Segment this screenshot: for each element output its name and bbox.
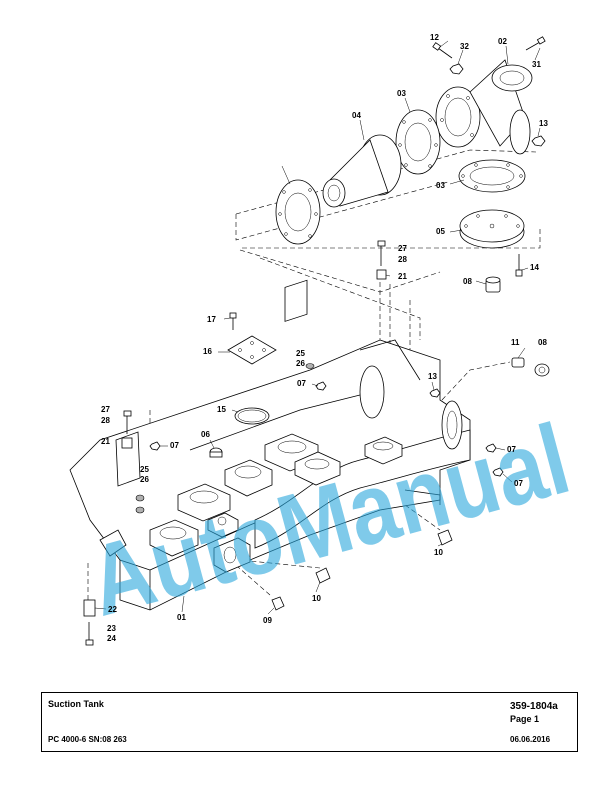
part-12-bolt <box>432 42 453 59</box>
part-04-cone-reducer <box>322 134 402 208</box>
callout-28-left: 28 <box>101 416 110 425</box>
callout-11: 11 <box>511 338 520 347</box>
callout-10-right: 10 <box>434 548 443 557</box>
part-03-gasket-right <box>458 159 526 193</box>
page-number: Page 1 <box>510 714 540 724</box>
callout-03-upper: 03 <box>397 89 406 98</box>
part-13-nut-upper <box>531 135 546 147</box>
part-06-nut <box>209 447 223 458</box>
callout-10-center: 10 <box>312 594 321 603</box>
callout-28-upper: 28 <box>398 255 407 264</box>
callout-15: 15 <box>217 405 226 414</box>
callout-01: 01 <box>177 613 186 622</box>
part-14-bolt <box>515 254 523 277</box>
callout-21-left: 21 <box>101 437 110 446</box>
part-31-bolt <box>525 36 546 51</box>
part-27-bolt-upper <box>377 240 386 266</box>
callout-14: 14 <box>530 263 539 272</box>
callout-32: 32 <box>460 42 469 51</box>
callout-12: 12 <box>430 33 439 42</box>
part-11-plug <box>511 357 525 368</box>
callout-25-left: 25 <box>140 465 149 474</box>
part-03-gasket-left <box>275 179 321 245</box>
part-13-nut-lower <box>429 388 441 398</box>
part-25-washer-upper <box>305 363 315 369</box>
callout-26-left: 26 <box>140 475 149 484</box>
callout-08-upper: 08 <box>463 277 472 286</box>
callout-16: 16 <box>203 347 212 356</box>
part-32-nut <box>449 63 464 75</box>
callout-03-right: 03 <box>436 181 445 190</box>
callout-26-upper: 26 <box>296 359 305 368</box>
callout-27-upper: 27 <box>398 244 407 253</box>
document-number: 359-1804a <box>510 701 558 712</box>
part-03-gasket-upper <box>395 109 441 175</box>
part-02-tee-pipe <box>435 59 533 155</box>
part-25-washer-left <box>135 494 145 514</box>
callout-22: 22 <box>108 605 117 614</box>
callout-02: 02 <box>498 37 507 46</box>
part-17-bolt <box>229 312 237 330</box>
alignment-lines <box>87 149 541 600</box>
part-10-fitting-right <box>437 529 453 546</box>
callout-23: 23 <box>107 624 116 633</box>
callout-27-left: 27 <box>101 405 110 414</box>
callout-07-right-b: 07 <box>514 479 523 488</box>
callout-17: 17 <box>207 315 216 324</box>
part-22-spacer <box>83 599 96 617</box>
callout-31: 31 <box>532 60 541 69</box>
callout-07-right-a: 07 <box>507 445 516 454</box>
part-07-nut-right-a <box>485 443 497 453</box>
callout-13-lower: 13 <box>428 372 437 381</box>
part-07-nut-right-b <box>492 467 504 477</box>
callout-21-upper: 21 <box>398 272 407 281</box>
leader-lines <box>94 40 541 615</box>
part-09-plug <box>271 596 285 611</box>
callout-25-upper: 25 <box>296 349 305 358</box>
exploded-parts-diagram: AutoManual 12 32 02 31 03 04 13 03 05 14… <box>69 33 580 646</box>
callout-24: 24 <box>107 634 116 643</box>
callout-06: 06 <box>201 430 210 439</box>
tank-ports <box>149 433 403 573</box>
callout-09: 09 <box>263 616 272 625</box>
callout-labels: 12 32 02 31 03 04 13 03 05 14 27 28 21 0… <box>101 33 548 643</box>
machine-model: PC 4000-6 SN:08 263 <box>48 735 127 744</box>
part-21-spacer-left <box>121 437 133 449</box>
callout-07-upper: 07 <box>297 379 306 388</box>
part-23-bolt <box>85 622 94 646</box>
callout-07-left: 07 <box>170 441 179 450</box>
part-15-o-ring <box>234 407 270 425</box>
part-05-blind-flange <box>459 209 525 249</box>
callout-13-upper: 13 <box>539 119 548 128</box>
callout-08-side: 08 <box>538 338 547 347</box>
part-07-nut-upper <box>315 381 327 391</box>
part-16-cover-plate <box>227 335 277 365</box>
part-27-bolt-left <box>123 410 132 434</box>
drawing-title: Suction Tank <box>48 699 104 709</box>
part-08-plug-upper <box>485 276 501 293</box>
revision-date: 06.06.2016 <box>510 735 551 744</box>
callout-04: 04 <box>352 111 361 120</box>
part-21-spacer-upper <box>376 269 387 280</box>
part-07-nut-left <box>149 441 161 451</box>
title-block: Suction Tank 359-1804a Page 1 PC 4000-6 … <box>41 692 578 752</box>
part-10-fitting-center <box>315 567 331 584</box>
callout-05: 05 <box>436 227 445 236</box>
part-08-plug-side <box>534 363 550 377</box>
